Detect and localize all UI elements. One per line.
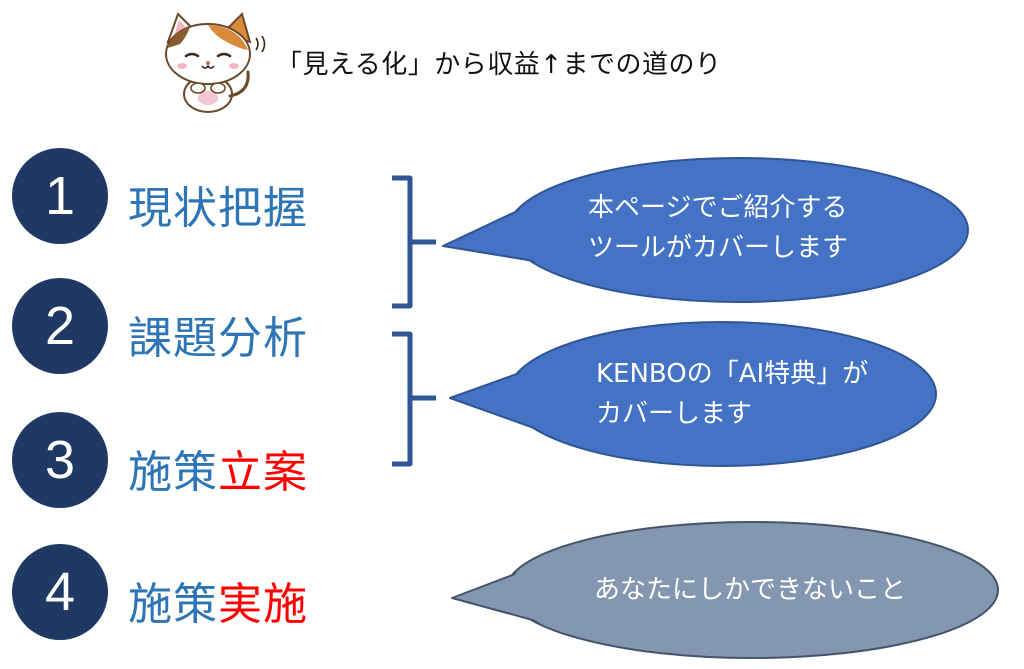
step-1-number-circle: 1 [12,148,108,244]
step-3-number-circle: 3 [12,412,108,508]
speech-bubble-3-text: あなたにしかできないこと [594,570,906,610]
speech-bubble-1-line-2: ツールがカバーします [588,233,849,263]
bracket-steps-1-2 [392,175,436,309]
step-3-title-text: 施策 [128,447,218,498]
speech-bubble-1-text: 本ページでご紹介する ツールがカバーします [588,188,848,268]
step-2-number-circle: 2 [12,278,108,374]
step-2-title: 課題分析 [128,302,308,366]
step-1-title-text: 現状把握 [128,183,308,234]
step-1-title: 現状把握 [128,172,308,236]
page-title: 「見える化」から収益↑までの道のり [276,50,722,80]
step-4-title-text: 施策 [128,579,218,630]
step-3-title: 施策立案 [128,436,308,500]
speech-bubble-3-line-1: あなたにしかできないこと [594,575,907,605]
speech-bubble-2-line-1: KENBOの「AI特典」が [596,359,869,389]
speech-bubble-2-line-2: カバーします [596,399,753,429]
speech-bubble-2-text: KENBOの「AI特典」が カバーします [596,354,868,434]
cat-mascot-icon [165,12,266,113]
step-4-number-circle: 4 [12,544,108,640]
step-4-title: 施策実施 [128,568,308,632]
step-4-title-highlight: 実施 [218,579,308,630]
step-3-title-highlight: 立案 [218,447,308,498]
bracket-steps-2-3 [392,331,436,467]
step-2-title-text: 課題分析 [128,313,308,364]
speech-bubble-1-line-1: 本ページでご紹介する [588,193,848,223]
